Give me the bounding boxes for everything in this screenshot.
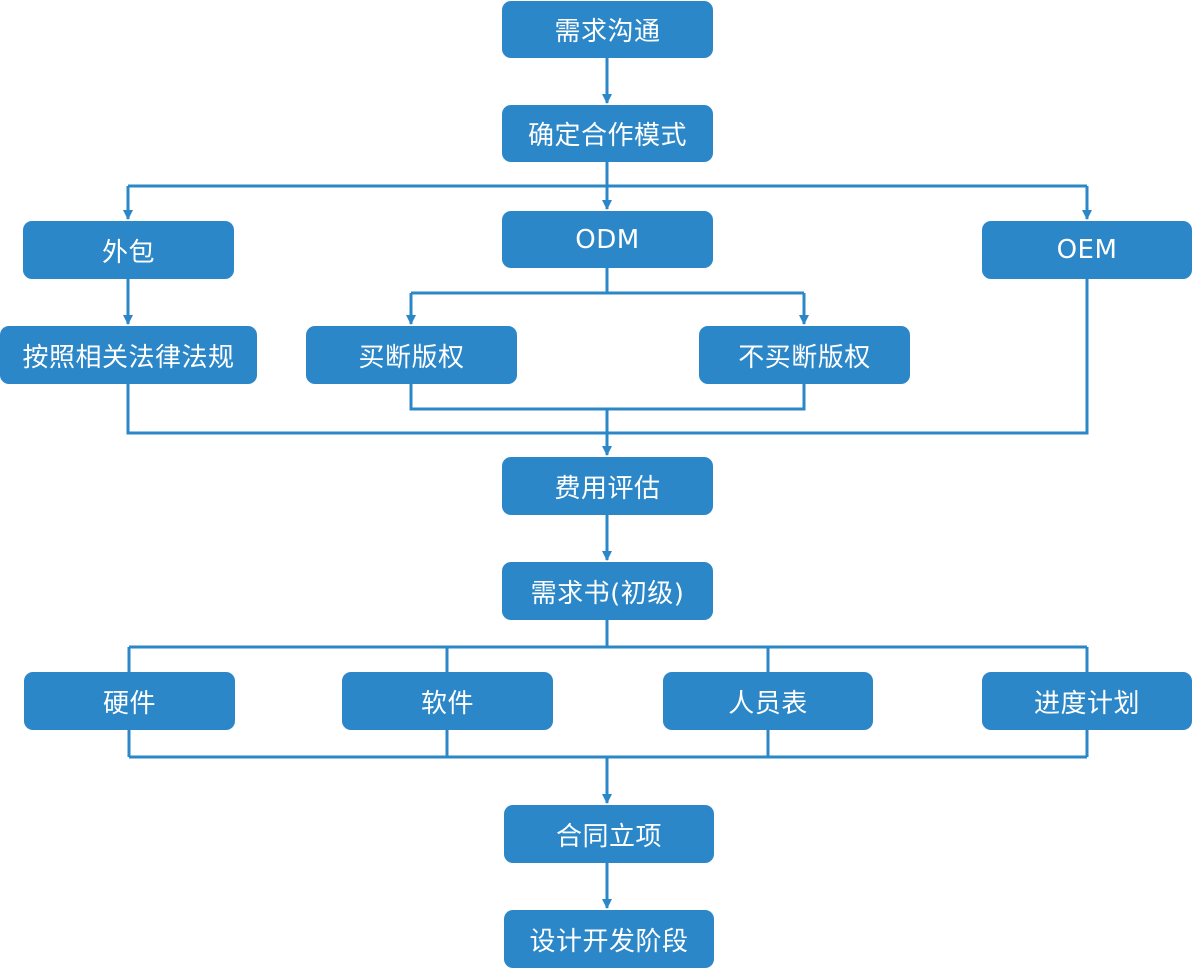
merge-line-copyright	[409, 384, 806, 411]
node-schedule-plan: 进度计划	[982, 672, 1192, 730]
node-contract-project: 合同立项	[504, 805, 714, 863]
node-label: 确定合作模式	[527, 121, 687, 151]
node-label: 合同立项	[555, 821, 662, 852]
node-odm: ODM	[502, 211, 713, 268]
node-label: ODM	[575, 224, 640, 255]
node-label: 设计开发阶段	[529, 926, 689, 957]
node-outsourcing: 外包	[23, 221, 234, 279]
node-label: 软件	[420, 688, 474, 719]
node-label: 外包	[101, 237, 155, 268]
node-label: 按照相关法律法规	[22, 342, 235, 373]
node-cost-evaluation: 费用评估	[502, 457, 713, 515]
node-need-communication: 需求沟通	[502, 1, 713, 58]
node-label: OEM	[1056, 235, 1118, 265]
node-label: 人员表	[728, 688, 808, 719]
node-label: 买断版权	[358, 342, 465, 373]
node-label: 需求沟通	[554, 17, 661, 47]
node-no-buy-copyright: 不买断版权	[699, 326, 910, 384]
node-software: 软件	[342, 672, 553, 730]
node-buy-copyright: 买断版权	[306, 326, 517, 384]
node-confirm-cooperation-mode: 确定合作模式	[502, 105, 713, 162]
node-label: 费用评估	[554, 473, 661, 504]
node-requirements-doc: 需求书(初级)	[502, 562, 713, 620]
node-laws-regulations: 按照相关法律法规	[0, 326, 257, 384]
node-label: 硬件	[102, 688, 156, 719]
node-oem: OEM	[982, 221, 1192, 279]
node-design-development: 设计开发阶段	[504, 910, 714, 968]
node-label: 不买断版权	[738, 342, 871, 373]
node-label: 需求书(初级)	[530, 578, 685, 609]
node-hardware: 硬件	[24, 672, 235, 730]
node-staff-list: 人员表	[663, 672, 873, 730]
node-label: 进度计划	[1033, 688, 1140, 719]
